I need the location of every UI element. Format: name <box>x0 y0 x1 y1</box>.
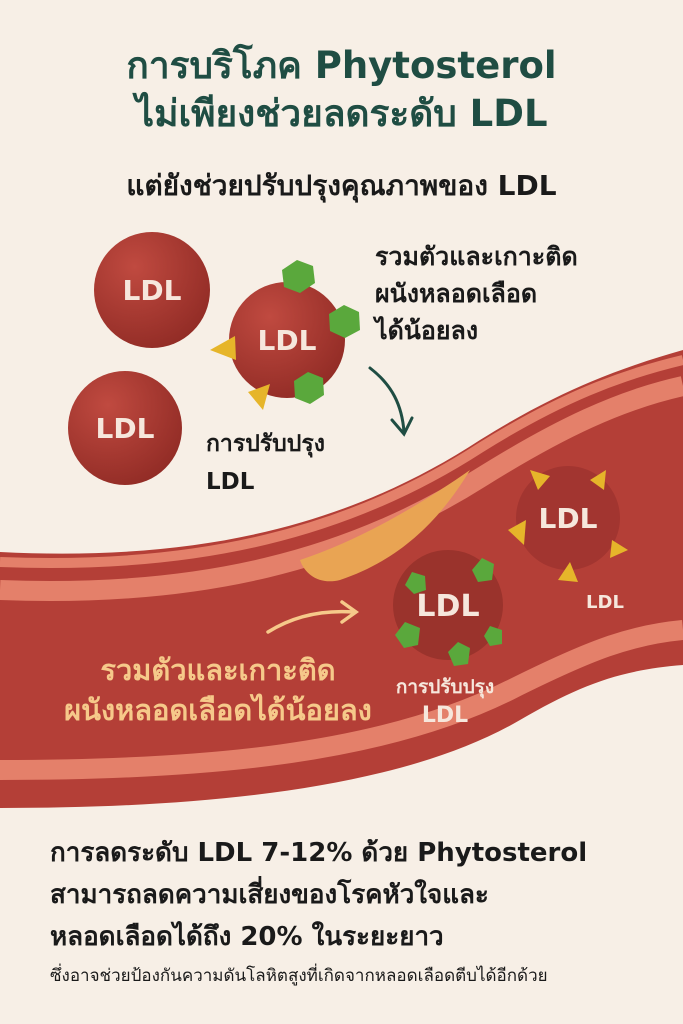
ldl-label: LDL <box>539 502 598 535</box>
vessel-improve-label-1: การปรับปรุง <box>396 676 494 699</box>
plaque <box>300 470 470 582</box>
top-callout-line-1: รวมตัวและเกาะติด <box>375 242 578 271</box>
vessel-callout-line-1: รวมตัวและเกาะติด <box>100 653 335 687</box>
footer-line-3: หลอดเลือดได้ถึง 20% ในระยะยาว <box>50 922 444 952</box>
vessel-callout-line-2: ผนังหลอดเลือดได้น้อยลง <box>64 693 372 727</box>
title-line-1: การบริโภค Phytosterol <box>126 44 557 87</box>
title-line-2: ไม่เพียงช่วยลดระดับ LDL <box>135 92 548 135</box>
ldl-label: LDL <box>416 589 479 624</box>
phytosterol-hexagon <box>329 305 360 338</box>
arrow-icon <box>266 600 360 634</box>
ldl-label: LDL <box>123 274 182 307</box>
ldl-particle: LDL <box>68 371 182 485</box>
footer-summary: การลดระดับ LDL 7-12% ด้วย Phytosterol สา… <box>50 832 587 958</box>
top-callout: รวมตัวและเกาะติด ผนังหลอดเลือด ได้น้อยลง <box>375 238 578 349</box>
yellow-triangle <box>210 336 236 360</box>
small-ldl-label: LDL <box>586 592 624 613</box>
ldl-label: LDL <box>258 324 317 357</box>
ldl-particle: LDL <box>94 232 210 348</box>
improved-ldl-particle: LDL <box>210 260 360 410</box>
vessel-improve-label-2: LDL <box>422 703 468 728</box>
subtitle: แต่ยังช่วยปรับปรุงคุณภาพของ LDL <box>126 169 557 202</box>
yellow-triangle <box>248 384 270 410</box>
improve-label-line-2: LDL <box>206 469 255 495</box>
footer-note: ซึ่งอาจช่วยป้องกันความดันโลหิตสูงที่เกิด… <box>50 966 548 986</box>
footer-line-2: สามารถลดความเสี่ยงของโรคหัวใจและ <box>50 880 489 910</box>
improved-ldl-in-vessel: LDL <box>393 550 503 666</box>
ldl-label: LDL <box>96 412 155 445</box>
top-callout-line-2: ผนังหลอดเลือด <box>375 279 538 308</box>
top-callout-line-3: ได้น้อยลง <box>375 316 479 345</box>
improve-label-line-1: การปรับปรุง <box>206 431 325 457</box>
arrow-icon <box>368 366 414 437</box>
ldl-particle-in-vessel: LDL <box>508 466 628 582</box>
phytosterol-hexagon <box>294 372 324 404</box>
improve-label: การปรับปรุง LDL <box>206 425 325 501</box>
vessel-wall-bottom <box>0 620 683 780</box>
phytosterol-hexagon <box>282 260 315 293</box>
footer-line-1: การลดระดับ LDL 7-12% ด้วย Phytosterol <box>50 838 588 868</box>
vessel-wall-upper-stripe <box>0 355 683 569</box>
